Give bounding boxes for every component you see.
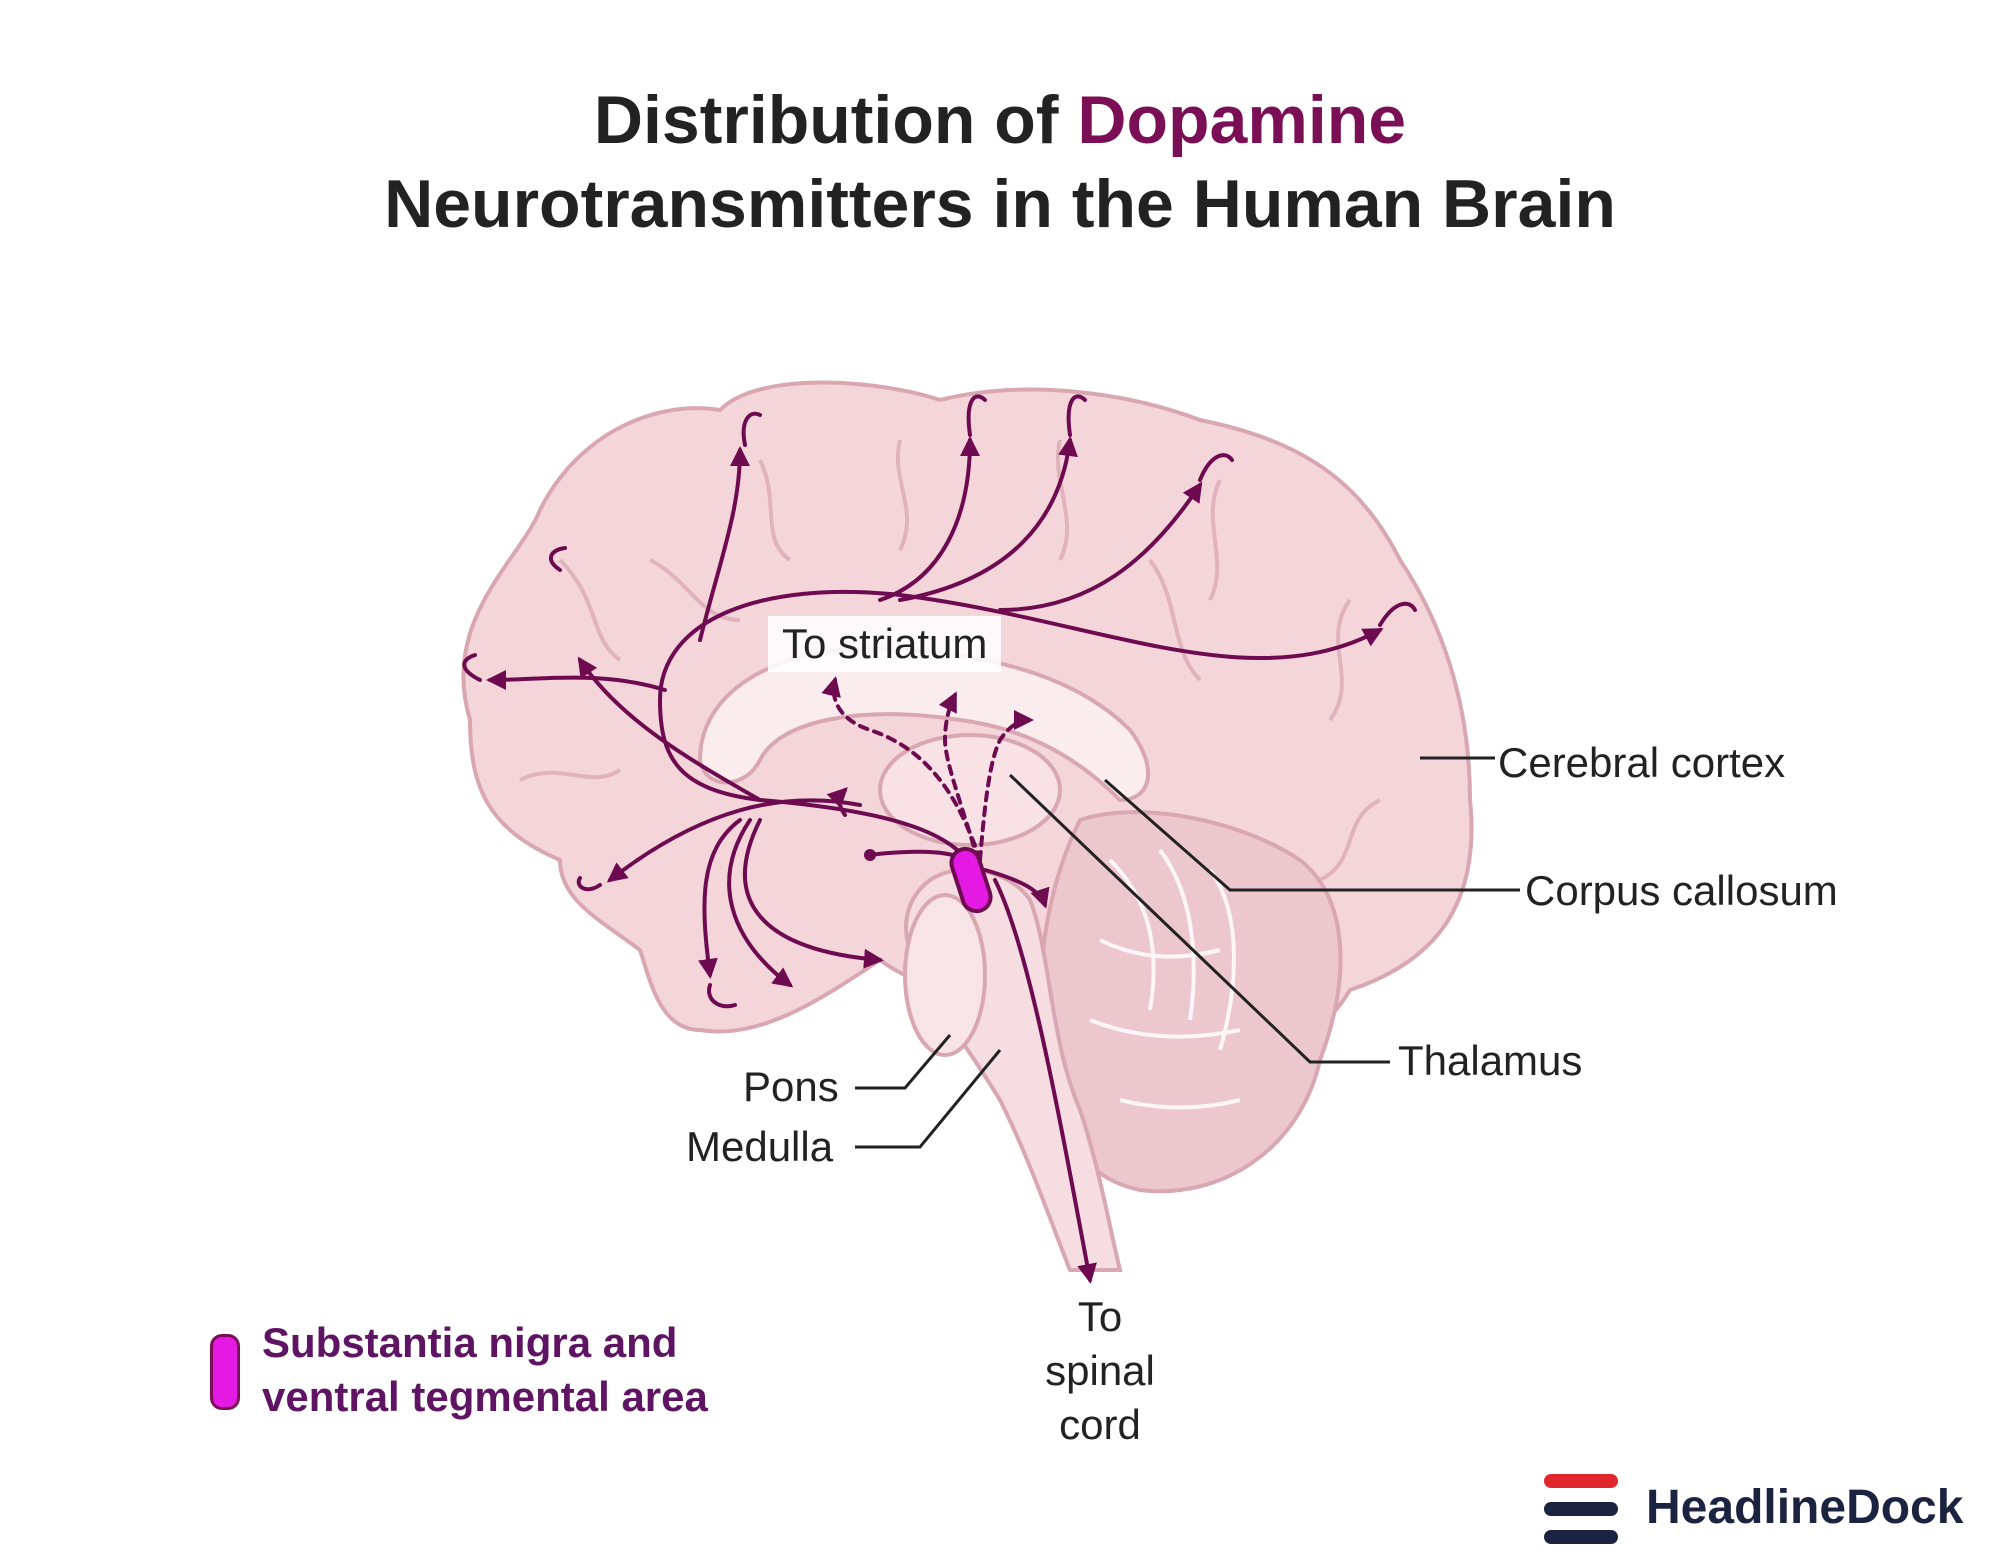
title-line2: Neurotransmitters in the Human Brain — [384, 166, 1616, 242]
label-pons: Pons — [743, 1063, 839, 1110]
label-corpus-callosum: Corpus callosum — [1525, 867, 1838, 914]
title-prefix: Distribution of — [593, 82, 1078, 158]
label-to-spinal-cord: To spinal cord — [1040, 1290, 1160, 1452]
brand-name-rest: eadlineDock — [1680, 1481, 1964, 1534]
spinal-line-3: cord — [1059, 1401, 1141, 1448]
label-cerebral-cortex: Cerebral cortex — [1498, 739, 1786, 786]
label-to-striatum: To striatum — [768, 616, 1002, 672]
brand-mark-icon — [1544, 1474, 1618, 1544]
striatum-pathways — [821, 676, 1034, 862]
label-thalamus: Thalamus — [1398, 1037, 1583, 1084]
spinal-line-2: spinal — [1045, 1347, 1155, 1394]
gyri-texture — [519, 439, 1381, 882]
pathway-node — [864, 849, 876, 861]
title-highlight: Dopamine — [1077, 82, 1407, 158]
pons-shape — [903, 893, 987, 1057]
brand-name-prefix: H — [1646, 1481, 1681, 1534]
diagram-title: Distribution of Dopamine Neurotransmitte… — [0, 78, 2000, 246]
legend-line-1: Substantia nigra and — [262, 1319, 678, 1366]
legend-swatch — [210, 1334, 240, 1410]
legend-line-2: ventral tegmental area — [262, 1373, 708, 1420]
cerebellum-folia — [1089, 848, 1241, 1110]
legend-label: Substantia nigra and ventral tegmental a… — [262, 1316, 708, 1424]
label-medulla: Medulla — [686, 1123, 834, 1170]
leader-lines — [855, 756, 1520, 1149]
spinal-line-1: To — [1077, 1293, 1123, 1340]
dopamine-pathways — [462, 394, 1417, 1284]
substantia-nigra-vta — [949, 846, 993, 914]
brand-name: HeadlineDock — [1646, 1478, 1963, 1538]
